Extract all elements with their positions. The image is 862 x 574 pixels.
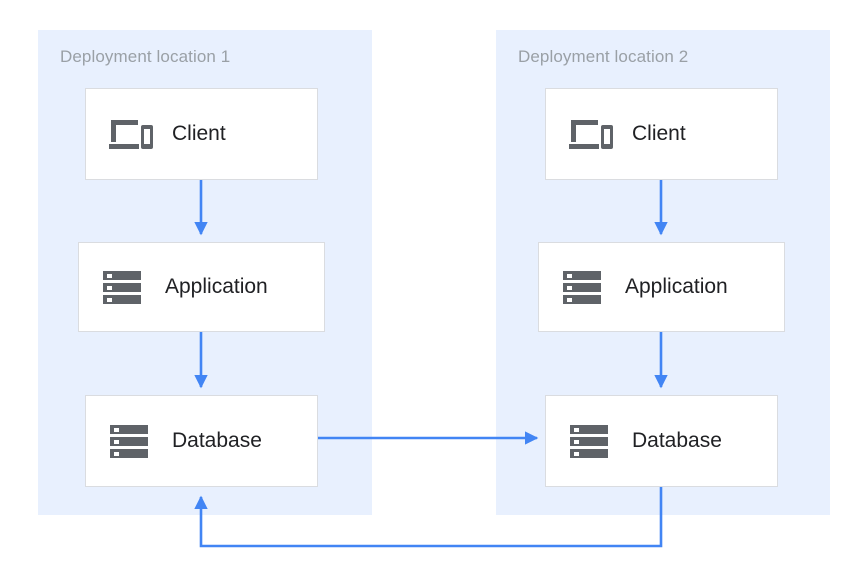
node-application-2-label: Application <box>625 275 728 298</box>
zone-2-label: Deployment location 2 <box>518 47 689 66</box>
server-rack-icon <box>568 421 614 461</box>
node-application-1-label: Application <box>165 275 268 298</box>
node-database-1-label: Database <box>172 429 262 452</box>
node-database-2[interactable]: Database <box>545 395 778 487</box>
node-client-2-label: Client <box>632 122 686 145</box>
node-application-1[interactable]: Application <box>78 242 325 332</box>
server-rack-icon <box>108 421 154 461</box>
zone-1-label: Deployment location 1 <box>60 47 231 66</box>
node-client-1-label: Client <box>172 122 226 145</box>
laptop-phone-icon <box>568 114 614 154</box>
server-rack-icon <box>561 267 607 307</box>
node-database-2-label: Database <box>632 429 722 452</box>
node-database-1[interactable]: Database <box>85 395 318 487</box>
node-client-1[interactable]: Client <box>85 88 318 180</box>
laptop-phone-icon <box>108 114 154 154</box>
node-client-2[interactable]: Client <box>545 88 778 180</box>
server-rack-icon <box>101 267 147 307</box>
node-application-2[interactable]: Application <box>538 242 785 332</box>
